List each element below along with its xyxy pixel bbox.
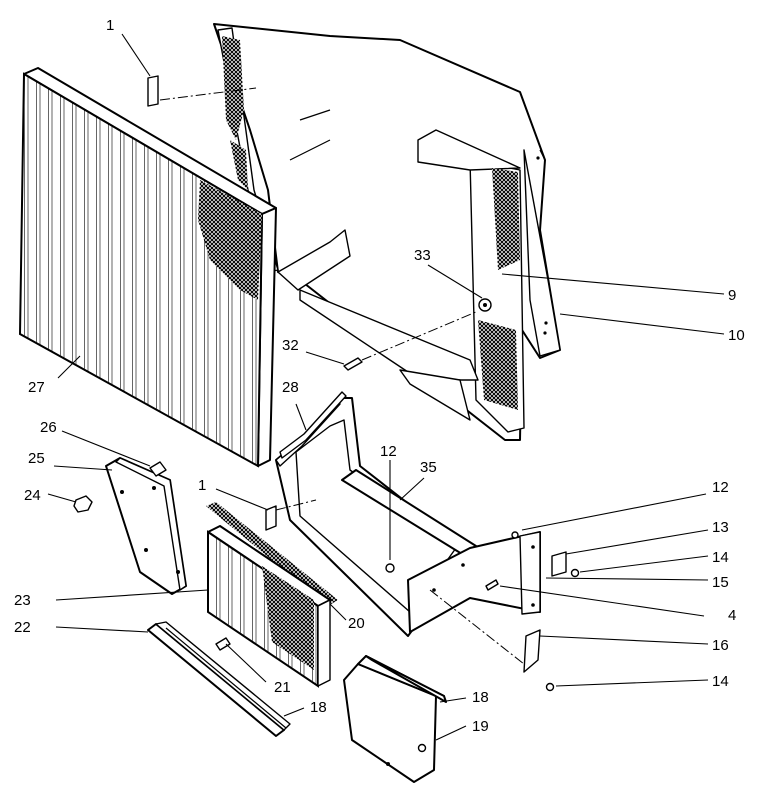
bolt-26 <box>149 461 167 477</box>
hood-shroud <box>213 23 561 441</box>
clip-1-top <box>147 75 159 107</box>
clip-13 <box>551 551 567 577</box>
callout-35: 35 <box>420 459 437 476</box>
leader-lines <box>47 33 725 741</box>
callout-10: 10 <box>728 327 745 344</box>
callout-14-lower: 14 <box>712 673 729 690</box>
mounting-bracket-4 <box>407 531 541 633</box>
callout-27: 27 <box>28 379 45 396</box>
callout-22: 22 <box>14 619 31 636</box>
bracket-16 <box>523 629 541 673</box>
callout-24: 24 <box>24 487 41 504</box>
callout-15: 15 <box>712 574 729 591</box>
callout-1-lower: 1 <box>198 477 206 494</box>
screen-panel <box>18 67 277 468</box>
callout-16: 16 <box>712 637 729 654</box>
callout-18-right: 18 <box>472 689 489 706</box>
callout-9: 9 <box>728 287 736 304</box>
nut-24 <box>73 495 93 513</box>
callout-32: 32 <box>282 337 299 354</box>
bolt-14-lower <box>545 682 555 692</box>
callout-13: 13 <box>712 519 729 536</box>
callout-23: 23 <box>14 592 31 609</box>
callout-4: 4 <box>728 607 736 624</box>
foam-strip-20 <box>206 502 338 606</box>
nut-12-inner <box>385 563 395 573</box>
callout-28: 28 <box>282 379 299 396</box>
nut-14-upper <box>570 568 580 578</box>
small-screen-23 <box>207 525 331 688</box>
side-plate-19 <box>343 655 447 783</box>
nut-33 <box>478 298 492 312</box>
nut-12-outer <box>511 531 519 539</box>
bolt-4 <box>485 579 499 591</box>
callout-20: 20 <box>348 615 365 632</box>
callout-21: 21 <box>274 679 291 696</box>
rivet-32 <box>343 357 363 371</box>
callout-33: 33 <box>414 247 431 264</box>
bolt-21 <box>215 637 231 651</box>
callout-1-top: 1 <box>106 17 114 34</box>
cover-panel-25 <box>105 457 187 595</box>
callout-14-upper: 14 <box>712 549 729 566</box>
callout-18-left: 18 <box>310 699 327 716</box>
clip-1-lower <box>265 505 277 531</box>
callout-12-outer: 12 <box>712 479 729 496</box>
callout-26: 26 <box>40 419 57 436</box>
channel-22 <box>147 621 291 737</box>
callout-12-inner: 12 <box>380 443 397 460</box>
callout-25: 25 <box>28 450 45 467</box>
callout-19: 19 <box>472 718 489 735</box>
callout-labels: 1 33 9 10 32 27 28 26 25 12 35 1 12 24 1… <box>14 17 745 735</box>
